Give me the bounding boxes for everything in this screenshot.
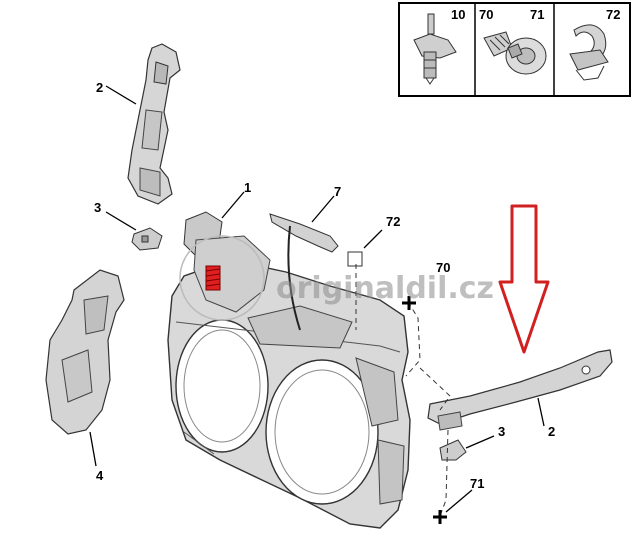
callout-3-right: 3	[498, 424, 505, 439]
legend-header-72: 72	[606, 7, 620, 22]
part-3-left-clip	[131, 227, 163, 251]
callout-2-right: 2	[548, 424, 555, 439]
callout-1: 1	[244, 180, 251, 195]
part-3-right-clip	[439, 439, 467, 461]
legend-header-71: 71	[530, 7, 544, 22]
plus-marker-bottom	[433, 510, 447, 524]
callout-72: 72	[386, 214, 400, 229]
callout-4: 4	[96, 468, 104, 483]
callout-71: 71	[470, 476, 484, 491]
spring-highlight-circle	[179, 235, 265, 321]
watermark-text: originaldil.cz	[276, 271, 494, 306]
part-7-stay-rod	[269, 213, 339, 331]
parts-legend-box: 10 70 71 72	[398, 2, 631, 97]
leader-lines	[89, 85, 545, 513]
callout-70: 70	[436, 260, 450, 275]
clip-nut-part-icon	[569, 24, 609, 81]
plus-marker-top	[402, 296, 416, 310]
part-4-air-deflector	[45, 269, 125, 435]
part-2-upper-bracket	[127, 43, 181, 205]
assembly-guide-lines	[355, 264, 451, 517]
clip-part-icon	[413, 13, 457, 85]
legend-header-70: 70	[479, 7, 493, 22]
part-1-front-panel	[167, 211, 411, 529]
part-72-clip	[347, 251, 363, 267]
part-2-right-crossmember	[427, 349, 613, 431]
callout-2-top: 2	[96, 80, 103, 95]
legend-header-10: 10	[451, 7, 465, 22]
callout-7: 7	[334, 184, 341, 199]
red-spring-icon	[205, 265, 221, 291]
red-down-arrow	[498, 204, 550, 354]
callout-3-left: 3	[94, 200, 101, 215]
screw-washer-part-icon	[483, 31, 547, 75]
